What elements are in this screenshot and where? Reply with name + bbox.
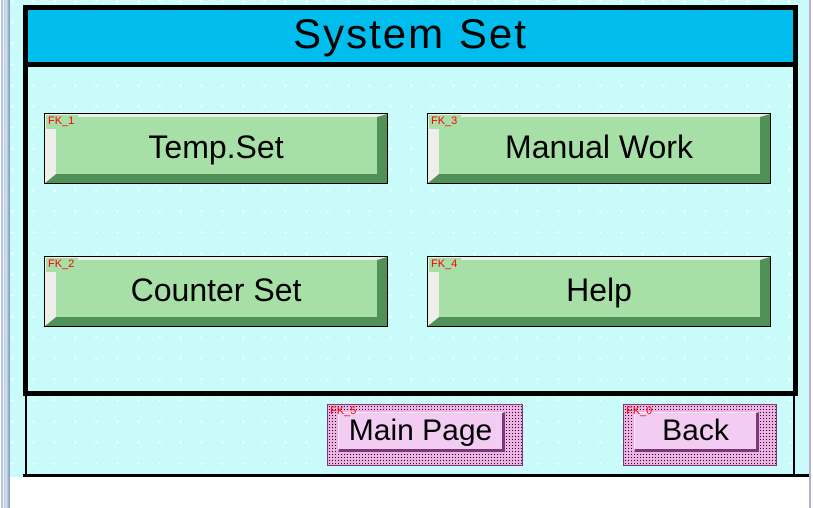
fk-id-tag: FK_0 — [626, 405, 653, 417]
screen-border-line-bottom — [23, 474, 810, 477]
fk-id-tag: FK_1 — [46, 115, 79, 129]
button-bevel — [45, 114, 387, 183]
button-bevel — [428, 114, 770, 183]
button-label: Main Page — [338, 412, 505, 452]
button-label: Back — [634, 412, 759, 452]
button-label: Help — [566, 271, 632, 308]
button-bevel — [45, 257, 387, 326]
fk-button-counter-set[interactable]: FK_2 Counter Set — [44, 256, 388, 327]
title-bar: System Set — [28, 10, 793, 67]
screen-border-line-left — [25, 396, 27, 475]
button-label: Temp.Set — [148, 128, 284, 165]
nav-button-back[interactable]: FK_0 Back — [623, 404, 777, 466]
editor-canvas: System Set FK_1 Temp.Set FK_3 Manual Wor… — [10, 0, 810, 477]
button-label: Manual Work — [505, 128, 693, 165]
page-title: System Set — [293, 10, 528, 57]
fk-id-tag: FK_4 — [429, 258, 462, 272]
nav-button-main-page[interactable]: FK_5 Main Page — [327, 404, 523, 466]
screen-border-line-right — [793, 396, 795, 475]
fk-id-tag: FK_3 — [429, 115, 462, 129]
fk-button-temp-set[interactable]: FK_1 Temp.Set — [44, 113, 388, 184]
fk-id-tag: FK_2 — [46, 258, 79, 272]
button-label: Counter Set — [130, 271, 302, 308]
button-bevel — [428, 257, 770, 326]
fk-button-help[interactable]: FK_4 Help — [427, 256, 771, 327]
canvas-right-edge — [809, 0, 811, 508]
screen-frame: System Set — [23, 5, 798, 396]
window-splitter-scrollbar[interactable] — [0, 0, 10, 508]
fk-button-manual-work[interactable]: FK_3 Manual Work — [427, 113, 771, 184]
fk-id-tag: FK_5 — [330, 405, 357, 417]
